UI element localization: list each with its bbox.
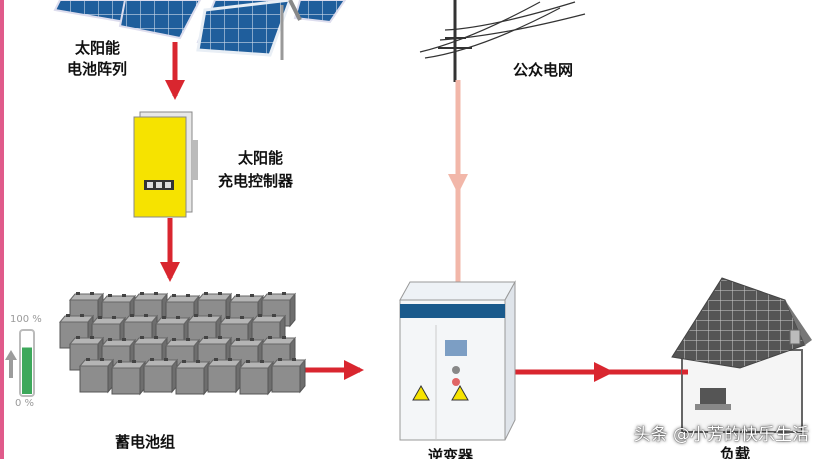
battery-cell [110,360,147,396]
battery-gauge-bottom-label: 0 % [15,398,35,409]
battery-level-gauge [5,329,35,397]
battery-cell [174,360,211,396]
utility-pole [419,0,586,82]
label-grid: 公众电网 [513,61,574,79]
label-controller-line2: 充电控制器 [218,172,294,190]
label-solar-array-line1: 太阳能 [75,39,121,57]
battery-cell [142,358,179,394]
label-solar-array-line2: 电池阵列 [67,60,128,78]
label-battery-bank: 蓄电池组 [115,433,176,451]
load-house [671,277,812,433]
inverter-cabinet [399,280,516,441]
label-load: 负载 [720,445,751,459]
battery-cell [206,358,243,394]
label-controller-line1: 太阳能 [238,149,284,167]
battery-gauge-top-label: 100 % [10,314,42,325]
label-inverter: 逆变器 [428,447,474,459]
battery-cell [78,358,115,394]
solar-panel-array [53,0,347,60]
left-edge-bar [0,0,4,459]
battery-cell [238,360,275,396]
charge-controller [133,111,198,218]
battery-cell [270,358,307,394]
battery-bank [58,292,307,396]
watermark: 头条 @小芳的快乐生活 [633,425,809,445]
